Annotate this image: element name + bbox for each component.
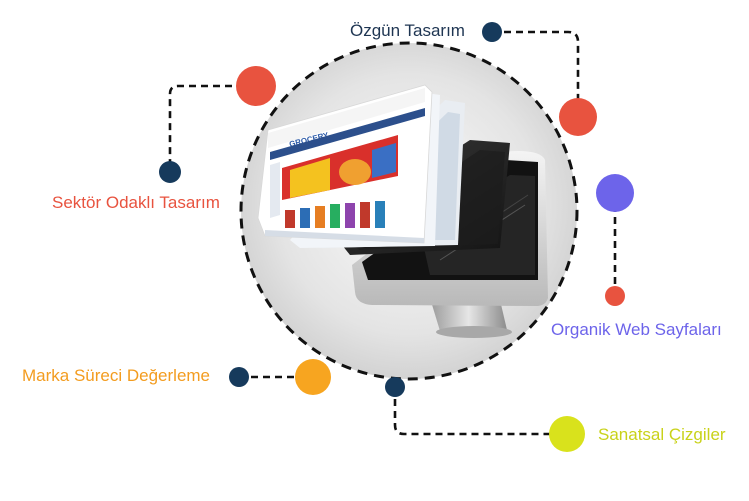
connector-sanatsal [393,387,567,436]
web-pages-stack: GROCERY [257,84,510,255]
label-organik-web-sayfalari: Organik Web Sayfaları [551,320,722,339]
node-sektor-small [159,161,181,183]
node-ozgun-large [559,98,597,136]
label-marka-sureci-degerleme: Marka Süreci Değerleme [22,366,211,385]
label-ozgun-tasarim: Özgün Tasarım [350,21,465,40]
connectors [168,30,617,436]
connector-ozgun [492,30,580,117]
node-organik-large [596,174,634,212]
node-marka-small [229,367,249,387]
node-sanatsal-large [549,416,585,452]
connector-sektor [168,84,256,172]
node-sektor-large [236,66,276,106]
label-sanatsal-cizgiler: Sanatsal Çizgiler [598,425,726,444]
monitor-stand [430,298,507,331]
node-marka-large [295,359,331,395]
monitor-base [436,326,512,338]
node-sanatsal-small [385,377,405,397]
node-organik-small [605,286,625,306]
nodes [159,22,634,452]
label-sektor-odakli-tasarim: Sektör Odaklı Tasarım [52,193,220,212]
node-ozgun-small [482,22,502,42]
